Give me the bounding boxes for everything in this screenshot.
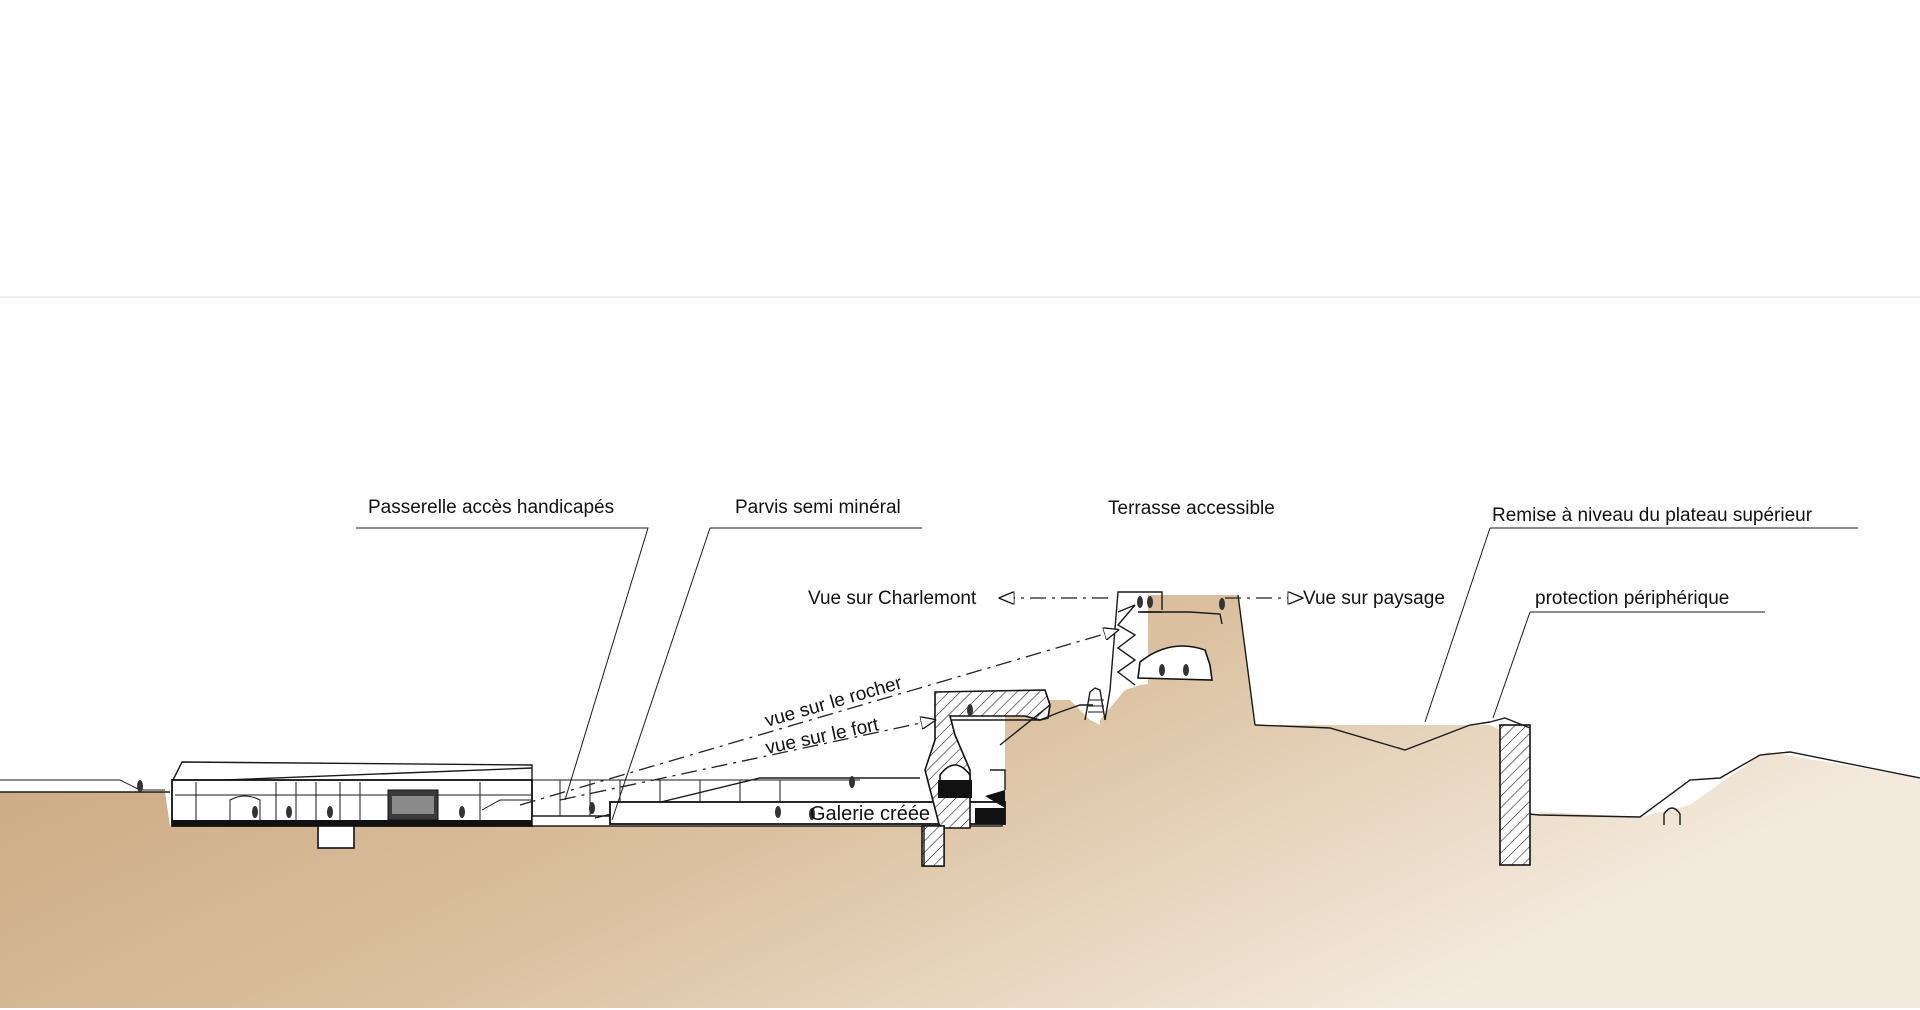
right-terrain-line: [1504, 751, 1920, 818]
label-vue-charlemont: Vue sur Charlemont: [808, 588, 977, 609]
label-galerie: Galerie créée: [810, 803, 930, 825]
label-remise: Remise à niveau du plateau supérieur: [1492, 505, 1813, 526]
leader-remise: [1424, 527, 1858, 723]
leader-passerelle: [356, 527, 649, 801]
galerie-structure: [609, 790, 1006, 825]
leader-parvis: [611, 527, 922, 821]
right-arch: [1663, 807, 1681, 825]
stairs: [1084, 687, 1106, 721]
label-parvis: Parvis semi minéral: [735, 497, 901, 518]
sight-line-fort: [559, 720, 935, 801]
label-vue-paysage: Vue sur paysage: [1303, 588, 1445, 609]
protection-wall-top: [1489, 717, 1531, 729]
stair-treads: [1088, 699, 1104, 713]
plateau-top: [1237, 594, 1256, 726]
terrasse-tower: [1104, 591, 1223, 721]
plateau-line: [1254, 721, 1491, 751]
ground-mass: [0, 595, 1920, 1008]
people-figures: [137, 596, 1225, 820]
fort-structure: [921, 689, 1093, 867]
label-terrasse: Terrasse accessible: [1108, 498, 1275, 519]
sight-line-rocher: [519, 630, 1118, 806]
protection-wall: [1499, 724, 1531, 866]
ground-left-edge: [0, 779, 165, 791]
leader-protection: [1492, 611, 1765, 719]
label-passerelle: Passerelle accès handicapés: [368, 497, 614, 518]
label-protection: protection périphérique: [1535, 588, 1729, 609]
